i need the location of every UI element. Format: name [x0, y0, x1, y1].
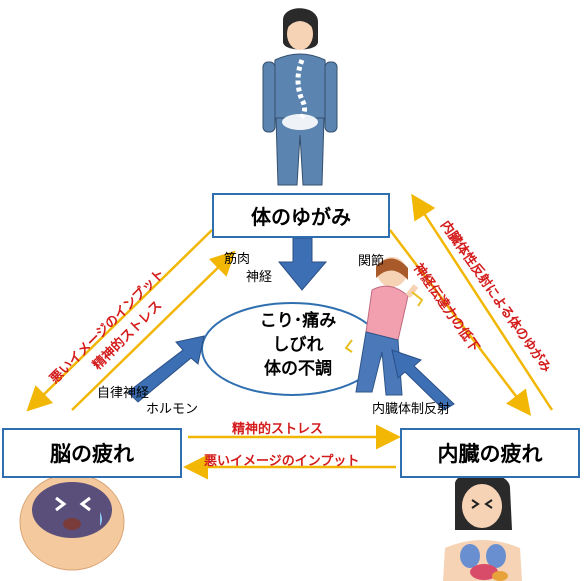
node-body-distortion: 体のゆがみ [212, 193, 390, 238]
node-organ-fatigue: 内臓の疲れ [400, 428, 580, 478]
blue-arrows [127, 237, 455, 411]
node-body-distortion-label: 体のゆがみ [251, 205, 351, 229]
back-pain-person-illustration [344, 257, 424, 396]
woman-organs-illustration [443, 472, 522, 581]
label-hormone: ホルモン [146, 402, 199, 417]
symptom-line-2: しびれ [272, 335, 324, 355]
node-brain-fatigue: 脳の疲れ [2, 428, 182, 478]
node-brain-fatigue-label: 脳の疲れ [50, 442, 134, 466]
label-bottom-stress: 精神的ストレス [232, 422, 324, 437]
label-joint: 関節 [358, 254, 385, 269]
yellow-arrows [26, 193, 554, 480]
tired-head-illustration [19, 473, 125, 571]
symptom-line-3: 体の不調 [264, 359, 332, 379]
label-visceral-reflex: 内臓体制反射 [372, 402, 451, 417]
label-muscle: 筋肉 [224, 252, 251, 267]
label-bottom-bad-image: 悪いイメージのインプット [204, 454, 360, 469]
label-nerve: 神経 [246, 270, 273, 285]
label-autonomic: 自律神経 [97, 386, 150, 401]
symptom-text: こり･痛み しびれ 体の不調 [248, 309, 348, 381]
standing-person-illustration [262, 8, 338, 186]
node-organ-fatigue-label: 内臓の疲れ [437, 442, 543, 466]
symptom-line-1: こり･痛み [259, 311, 337, 331]
